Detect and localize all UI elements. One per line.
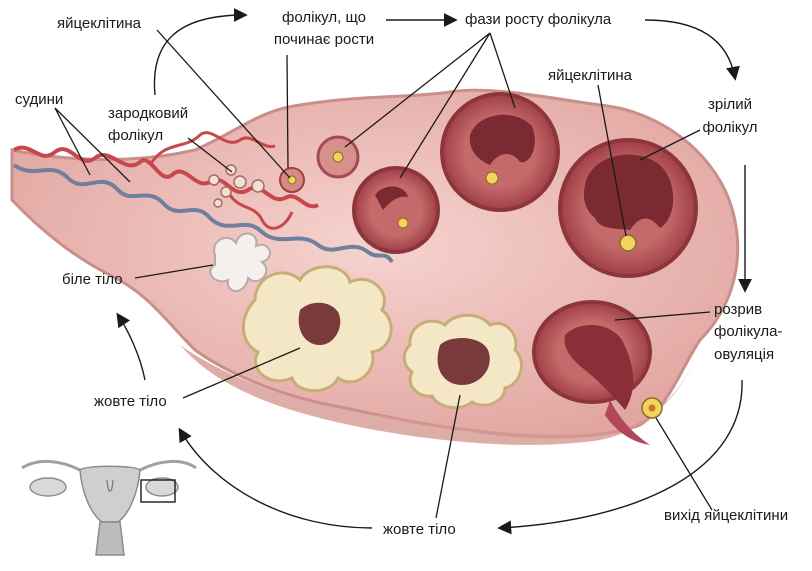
label-follicle-start-1: фолікул, що [282,9,366,26]
label-mature-2: фолікул [702,119,758,136]
cycle-arrows [116,8,752,535]
mature-follicle [558,138,698,278]
label-growth-phases: фази росту фолікула [465,11,612,28]
rupturing-follicle [532,300,663,445]
label-primordial-2: фолікул [108,127,164,144]
label-rupture-3: овуляція [714,346,775,363]
corpus-luteum-large [241,265,393,393]
label-yellow-body-left: жовте тіло [94,393,167,410]
label-egg-top: яйцеклітина [57,15,141,32]
uterus-inset [21,460,197,556]
label-primordial-1: зародковий [108,105,189,122]
primordial-follicles [208,164,265,208]
label-rupture-1: розрив [714,301,763,318]
label-vessels: судини [15,91,64,108]
white-body-shape [209,232,271,292]
primary-follicle [316,135,360,179]
tertiary-follicle [440,92,560,212]
vein-vessel [12,163,394,264]
leader-lines [54,29,713,519]
label-egg-right: яйцеклітина [548,67,632,84]
label-yellow-body-bottom: жовте тіло [383,521,456,538]
corpus-luteum-small [402,313,523,410]
label-follicle-start-2: починає рости [273,31,375,48]
artery-branch-2 [228,194,294,230]
artery-vessel [12,145,319,209]
label-white-body: біле тіло [62,271,123,288]
secondary-follicle [352,166,440,254]
label-rupture-2: фолікула- [714,323,783,340]
ovary-rim [180,345,700,445]
label-mature-1: зрілий [707,96,753,113]
label-egg-exit: вихід яйцеклітини [664,507,789,524]
